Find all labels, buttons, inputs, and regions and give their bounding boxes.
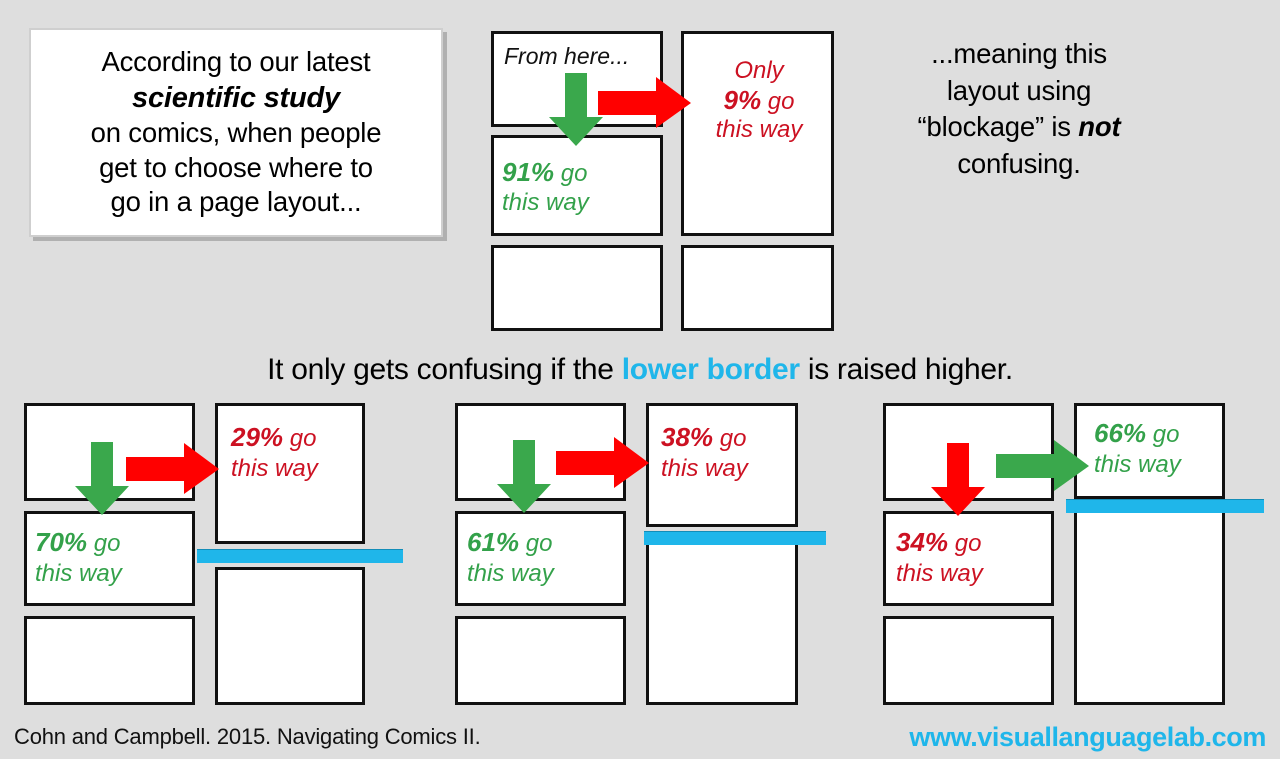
figure-2-panel-left-1	[455, 403, 626, 501]
figure-2-panel-left-2	[455, 511, 626, 606]
conclusion-text: ...meaning this layout using “blockage” …	[866, 36, 1172, 182]
intro-line-3: on comics, when people	[90, 117, 382, 149]
figure-1-panel-right-2	[215, 567, 365, 705]
figure-2-lower-border-bar	[644, 531, 826, 545]
top-figure-panel-left-3	[491, 245, 663, 331]
figure-1-panel-left-3	[24, 616, 195, 705]
figure-2-panel-right-2	[646, 541, 798, 705]
top-figure-panel-left-1	[491, 31, 663, 127]
figure-3-panel-left-2	[883, 511, 1054, 606]
headline-prefix: It only gets confusing if the	[267, 353, 622, 386]
intro-line-5: go in a page layout...	[110, 186, 362, 218]
citation-credit: Cohn and Campbell. 2015. Navigating Comi…	[14, 724, 481, 749]
figure-2-panel-left-3	[455, 616, 626, 705]
intro-emphasis-scientific-study: scientific study	[132, 81, 340, 114]
figure-3-panel-left-3	[883, 616, 1054, 705]
intro-line-4: get to choose where to	[99, 151, 373, 183]
figure-3-panel-right-1	[1074, 403, 1225, 499]
conclusion-line-2: layout using	[946, 74, 1092, 106]
figure-1-lower-border-bar	[197, 549, 403, 563]
headline-highlight-lower-border: lower border	[621, 353, 800, 386]
figure-3-panel-left-1	[883, 403, 1054, 501]
conclusion-emphasis-not: not	[1078, 111, 1121, 143]
top-figure-panel-right-1	[681, 31, 834, 236]
figure-3-lower-border-bar	[1066, 499, 1264, 513]
top-figure-panel-left-2	[491, 135, 663, 236]
figure-1-panel-left-2	[24, 511, 195, 606]
headline-suffix: is raised higher.	[799, 353, 1013, 386]
conclusion-line-3-prefix: “blockage” is	[917, 111, 1079, 143]
conclusion-line-1: ...meaning this	[931, 38, 1107, 69]
figure-1-panel-left-1	[24, 403, 195, 501]
figure-2-panel-right-1	[646, 403, 798, 527]
website-link[interactable]: www.visuallanguagelab.com	[909, 722, 1266, 752]
figure-3-panel-right-2	[1074, 510, 1225, 705]
intro-caption-text: According to our latest scientific study…	[83, 45, 390, 220]
intro-line-1: According to our latest	[101, 45, 371, 77]
top-figure-panel-right-2	[681, 245, 834, 331]
figure-1-panel-right-1	[215, 403, 365, 544]
conclusion-line-4: confusing.	[957, 147, 1081, 179]
section-headline: It only gets confusing if the lower bord…	[0, 353, 1280, 387]
intro-caption-box: According to our latest scientific study…	[29, 28, 443, 237]
